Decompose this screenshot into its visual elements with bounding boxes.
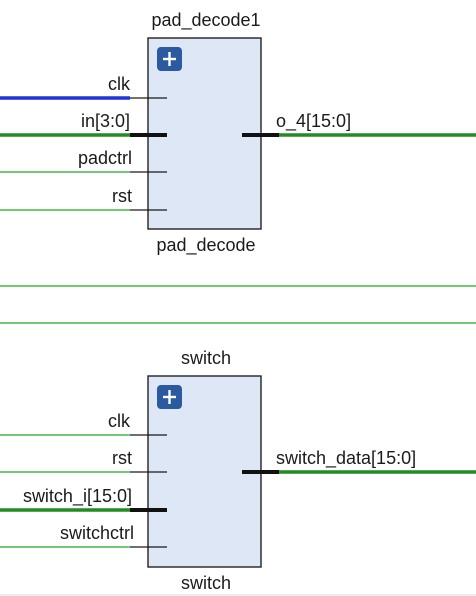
pin-label-switch-i: switch_i[15:0] — [23, 486, 132, 507]
expand-plus-icon[interactable] — [157, 47, 182, 71]
block-pad-decode1[interactable]: pad_decode1 pad_decode clk in[3:0] padct… — [0, 10, 476, 256]
block-instance-name: switch — [181, 348, 231, 368]
pin-label-o-4: o_4[15:0] — [276, 111, 351, 132]
pin-label-rst: rst — [112, 448, 132, 468]
pin-label-clk: clk — [108, 411, 131, 431]
block-switch[interactable]: switch switch clk rst switch_i[15:0] swi… — [0, 348, 476, 593]
expand-plus-icon[interactable] — [157, 385, 182, 409]
pin-label-in: in[3:0] — [81, 111, 130, 131]
pin-label-switch-data: switch_data[15:0] — [276, 448, 416, 469]
block-module-name: switch — [181, 573, 231, 593]
pin-label-rst: rst — [112, 186, 132, 206]
pin-label-clk: clk — [108, 74, 131, 94]
pin-label-switchctrl: switchctrl — [60, 523, 134, 543]
pin-label-padctrl: padctrl — [78, 148, 132, 168]
block-module-name: pad_decode — [156, 235, 255, 256]
block-instance-name: pad_decode1 — [151, 10, 260, 31]
